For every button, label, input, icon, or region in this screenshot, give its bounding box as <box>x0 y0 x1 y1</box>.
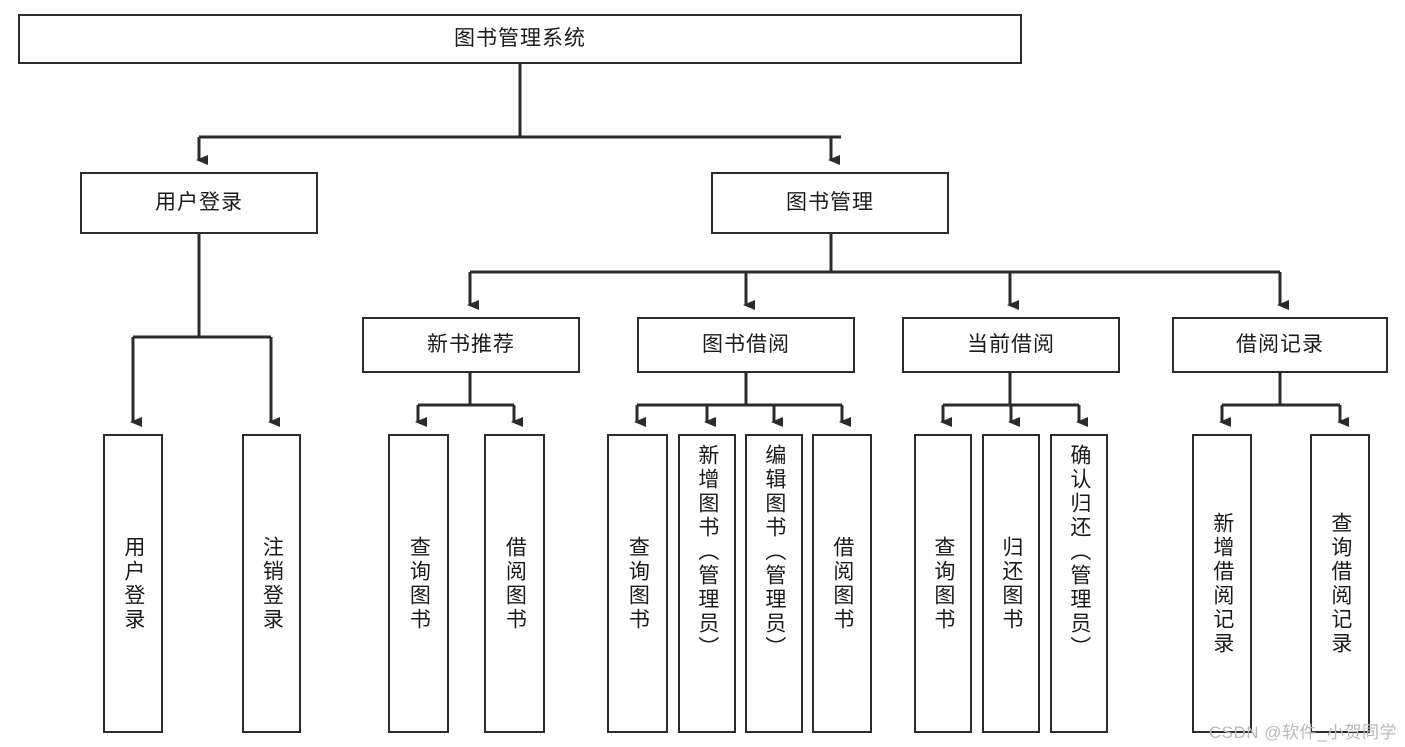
leaf-node-label: 借阅图书 <box>503 535 527 632</box>
node-book-management[interactable]: 图书管理 <box>711 172 949 234</box>
node-borrow-records[interactable]: 借阅记录 <box>1172 317 1388 373</box>
leaf-node[interactable]: 借阅图书 <box>812 434 872 733</box>
node-current-borrow[interactable]: 当前借阅 <box>902 317 1120 373</box>
leaf-node-label: 新增图书（管理员） <box>695 444 719 660</box>
leaf-node-label: 查询图书 <box>626 535 650 632</box>
leaf-node[interactable]: 借阅图书 <box>484 434 545 733</box>
leaf-node-label: 确认归还（管理员） <box>1067 444 1091 660</box>
node-book-borrow-label: 图书借阅 <box>702 332 790 356</box>
leaf-node[interactable]: 注销登录 <box>242 434 301 733</box>
leaf-node-label: 查询图书 <box>407 535 431 632</box>
leaf-node[interactable]: 归还图书 <box>982 434 1040 733</box>
leaf-node-label: 新增借阅记录 <box>1210 511 1234 656</box>
leaf-node-label: 编辑图书（管理员） <box>762 444 786 660</box>
node-book-management-label: 图书管理 <box>786 190 874 214</box>
leaf-node[interactable]: 查询借阅记录 <box>1310 434 1370 733</box>
leaf-node[interactable]: 新增图书（管理员） <box>678 434 736 733</box>
leaf-node[interactable]: 查询图书 <box>914 434 972 733</box>
leaf-node-label: 用户登录 <box>121 535 145 632</box>
node-new-book-recommend-label: 新书推荐 <box>427 332 515 356</box>
leaf-node[interactable]: 查询图书 <box>607 434 668 733</box>
node-borrow-records-label: 借阅记录 <box>1236 332 1324 356</box>
node-book-borrow[interactable]: 图书借阅 <box>637 317 855 373</box>
leaf-node-label: 查询图书 <box>931 535 955 632</box>
leaf-node-label: 注销登录 <box>260 535 284 632</box>
leaf-node[interactable]: 编辑图书（管理员） <box>745 434 803 733</box>
node-root-system[interactable]: 图书管理系统 <box>18 14 1022 64</box>
node-user-login[interactable]: 用户登录 <box>80 172 318 234</box>
leaf-node-label: 查询借阅记录 <box>1328 511 1352 656</box>
leaf-node[interactable]: 查询图书 <box>388 434 449 733</box>
leaf-node[interactable]: 确认归还（管理员） <box>1050 434 1108 733</box>
node-current-borrow-label: 当前借阅 <box>967 332 1055 356</box>
node-root-label: 图书管理系统 <box>454 26 586 50</box>
leaf-node-label: 借阅图书 <box>830 535 854 632</box>
leaf-node[interactable]: 新增借阅记录 <box>1192 434 1252 733</box>
leaf-node[interactable]: 用户登录 <box>103 434 163 733</box>
leaf-node-label: 归还图书 <box>999 535 1023 632</box>
node-new-book-recommend[interactable]: 新书推荐 <box>362 317 580 373</box>
node-user-login-label: 用户登录 <box>155 190 243 214</box>
